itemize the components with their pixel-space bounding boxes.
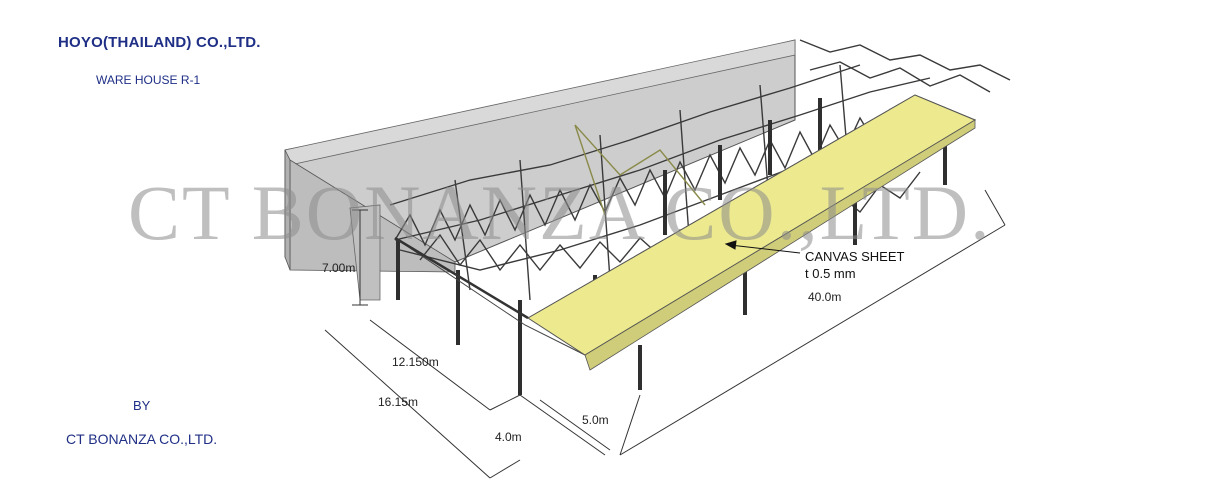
canvas-sheet-label: CANVAS SHEET <box>805 249 905 264</box>
warehouse-building <box>284 39 796 301</box>
total-width-dimension: 16.15m <box>378 395 419 409</box>
by-label: BY <box>133 398 151 413</box>
inner-width-dimension: 12.150m <box>392 355 439 369</box>
column-offset-dimension: 5.0m <box>582 413 609 427</box>
canvas-sheet-canopy <box>394 94 977 371</box>
project-name: WARE HOUSE R-1 <box>96 73 201 87</box>
canopy-depth-dimension: 4.0m <box>495 430 522 444</box>
height-dimension: 7.00m <box>322 261 356 275</box>
dimension-lines <box>324 189 1006 479</box>
company-name: HOYO(THAILAND) CO.,LTD. <box>58 34 261 51</box>
canvas-sheet-thickness: t 0.5 mm <box>805 266 856 281</box>
author-name: CT BONANZA CO.,LTD. <box>66 431 218 447</box>
length-dimension: 40.0m <box>808 290 842 304</box>
canvas-sheet-leader <box>724 240 801 254</box>
watermark: CT BONANZA CO.,LTD. <box>128 169 992 256</box>
